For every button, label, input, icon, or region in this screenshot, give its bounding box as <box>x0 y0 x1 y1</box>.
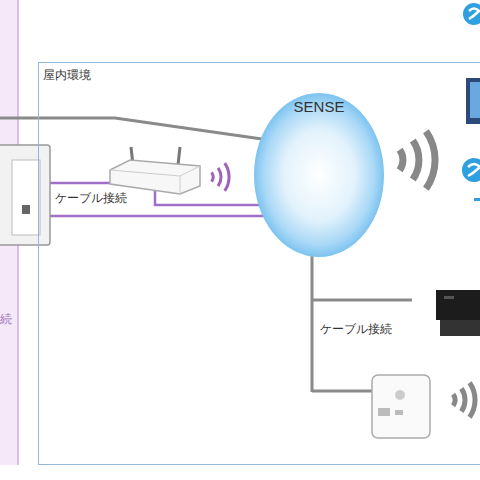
cable-label: ケーブル接続 <box>55 190 127 207</box>
app-icon <box>469 9 479 20</box>
environment-area: 屋内環境 SENSE <box>38 62 480 465</box>
network-wire <box>0 118 276 141</box>
network-wire <box>311 245 314 392</box>
router-device <box>110 147 200 194</box>
cable-label: ケーブル接続 <box>320 321 392 338</box>
network-wire <box>312 299 412 302</box>
network-wire <box>312 390 372 393</box>
wifi-waves <box>453 383 475 417</box>
cable-wire <box>50 182 112 185</box>
monitor-icon <box>470 82 480 118</box>
hub-ellipse: SENSE <box>253 92 385 258</box>
access-point <box>372 375 430 438</box>
app-icon <box>462 158 480 182</box>
hub-name: SENSE <box>253 98 385 115</box>
app-icon <box>474 198 480 201</box>
band-border <box>17 0 19 465</box>
hub-glow <box>253 92 385 258</box>
wifi-waves <box>400 131 435 188</box>
area-heading: 屋内環境 <box>43 67 91 84</box>
cable-wire <box>50 215 285 218</box>
router-waves <box>212 163 229 191</box>
monitor-icon <box>466 78 480 124</box>
wall-outlet <box>0 145 50 245</box>
hub-glow <box>254 93 384 257</box>
app-icon <box>463 3 480 25</box>
outdoor-band <box>0 0 18 465</box>
game-console <box>436 290 480 336</box>
cable-label: 続 <box>0 311 12 328</box>
app-icon <box>468 164 480 176</box>
